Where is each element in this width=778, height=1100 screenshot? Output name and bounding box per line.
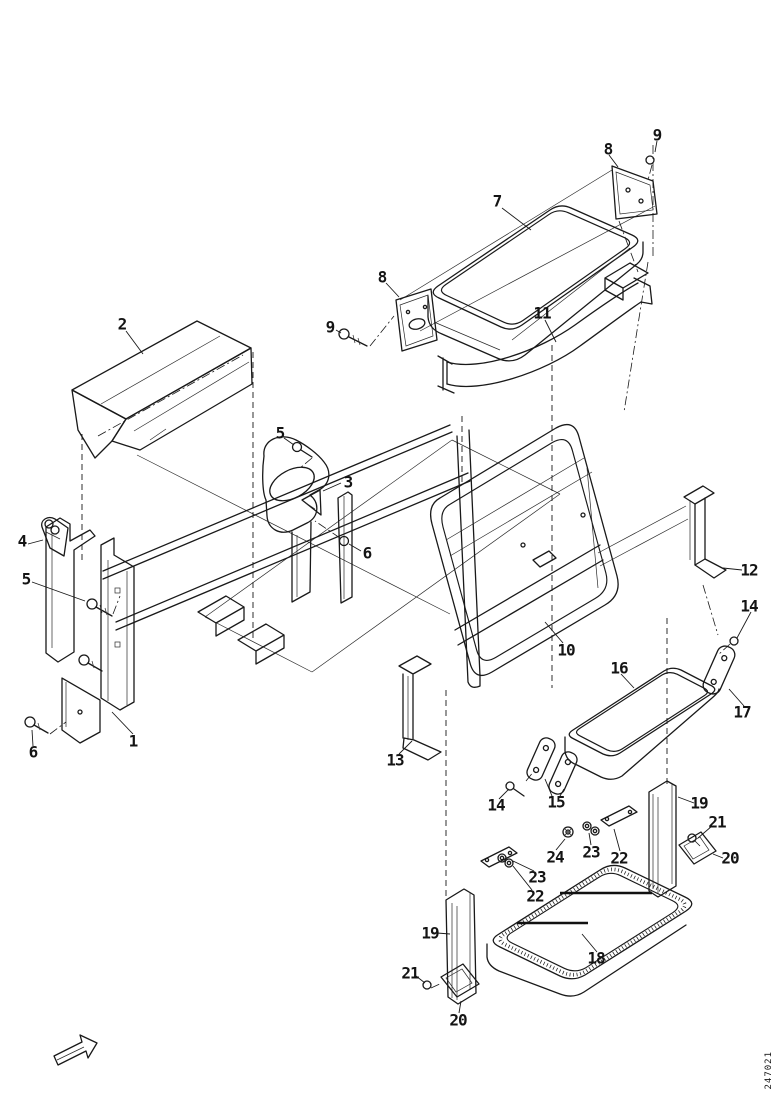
- part-23-washers: [497, 821, 600, 868]
- part-13-z-bracket: [398, 655, 442, 761]
- callout-14: 14: [487, 795, 505, 815]
- callout-14: 14: [740, 596, 758, 616]
- callout-leader-lines: [27, 140, 752, 1014]
- callout-11: 11: [533, 303, 551, 323]
- callout-8: 8: [377, 267, 388, 287]
- callout-21: 21: [401, 963, 419, 983]
- callout-3: 3: [343, 472, 354, 492]
- callout-15: 15: [547, 792, 565, 812]
- part-11-hanger-band: [437, 277, 653, 394]
- part-22-spacer-bars: [480, 805, 638, 868]
- part-7-tread-step: [427, 205, 644, 362]
- callout-9: 9: [325, 317, 336, 337]
- callout-19: 19: [421, 923, 439, 943]
- callout-21: 21: [708, 812, 726, 832]
- callout-9: 9: [652, 125, 663, 145]
- part-18-mesh-step: [486, 864, 693, 997]
- callout-16: 16: [610, 658, 628, 678]
- callout-5: 5: [21, 569, 32, 589]
- drawing-number: 247021: [764, 1051, 774, 1090]
- callout-19: 19: [690, 793, 708, 813]
- part-21-bolts: [422, 833, 701, 990]
- callout-6: 6: [28, 742, 39, 762]
- callout-20: 20: [721, 848, 739, 868]
- part-8-mount-plates: [338, 155, 658, 352]
- callout-6: 6: [362, 543, 373, 563]
- callout-22: 22: [526, 886, 544, 906]
- callout-20: 20: [449, 1010, 467, 1030]
- callout-1: 1: [128, 731, 139, 751]
- part-17-end-plate: [702, 636, 739, 695]
- part-24-bolt: [562, 826, 574, 838]
- part-3-hook-bracket: [262, 436, 350, 603]
- callout-13: 13: [386, 750, 404, 770]
- callout-2: 2: [117, 314, 128, 334]
- callout-17: 17: [733, 702, 751, 722]
- orientation-arrow-icon: [53, 1034, 98, 1066]
- callout-23: 23: [582, 842, 600, 862]
- part-4-clamp-and-bolts: [24, 516, 121, 735]
- callout-7: 7: [492, 191, 503, 211]
- callout-10: 10: [557, 640, 575, 660]
- part-2-bent-plate: [71, 320, 253, 459]
- part-12-z-bracket: [597, 485, 727, 579]
- callout-24: 24: [546, 847, 564, 867]
- callout-8: 8: [603, 139, 614, 159]
- callout-5: 5: [275, 423, 286, 443]
- callout-18: 18: [587, 948, 605, 968]
- part-15-end-plates: [505, 737, 578, 797]
- callout-4: 4: [17, 531, 28, 551]
- part-19-strap-brackets: [445, 780, 677, 1005]
- callout-22: 22: [610, 848, 628, 868]
- callout-12: 12: [740, 560, 758, 580]
- part-10-step-frame: [429, 423, 619, 688]
- callout-23: 23: [528, 867, 546, 887]
- part-20-foot-plates: [440, 831, 717, 998]
